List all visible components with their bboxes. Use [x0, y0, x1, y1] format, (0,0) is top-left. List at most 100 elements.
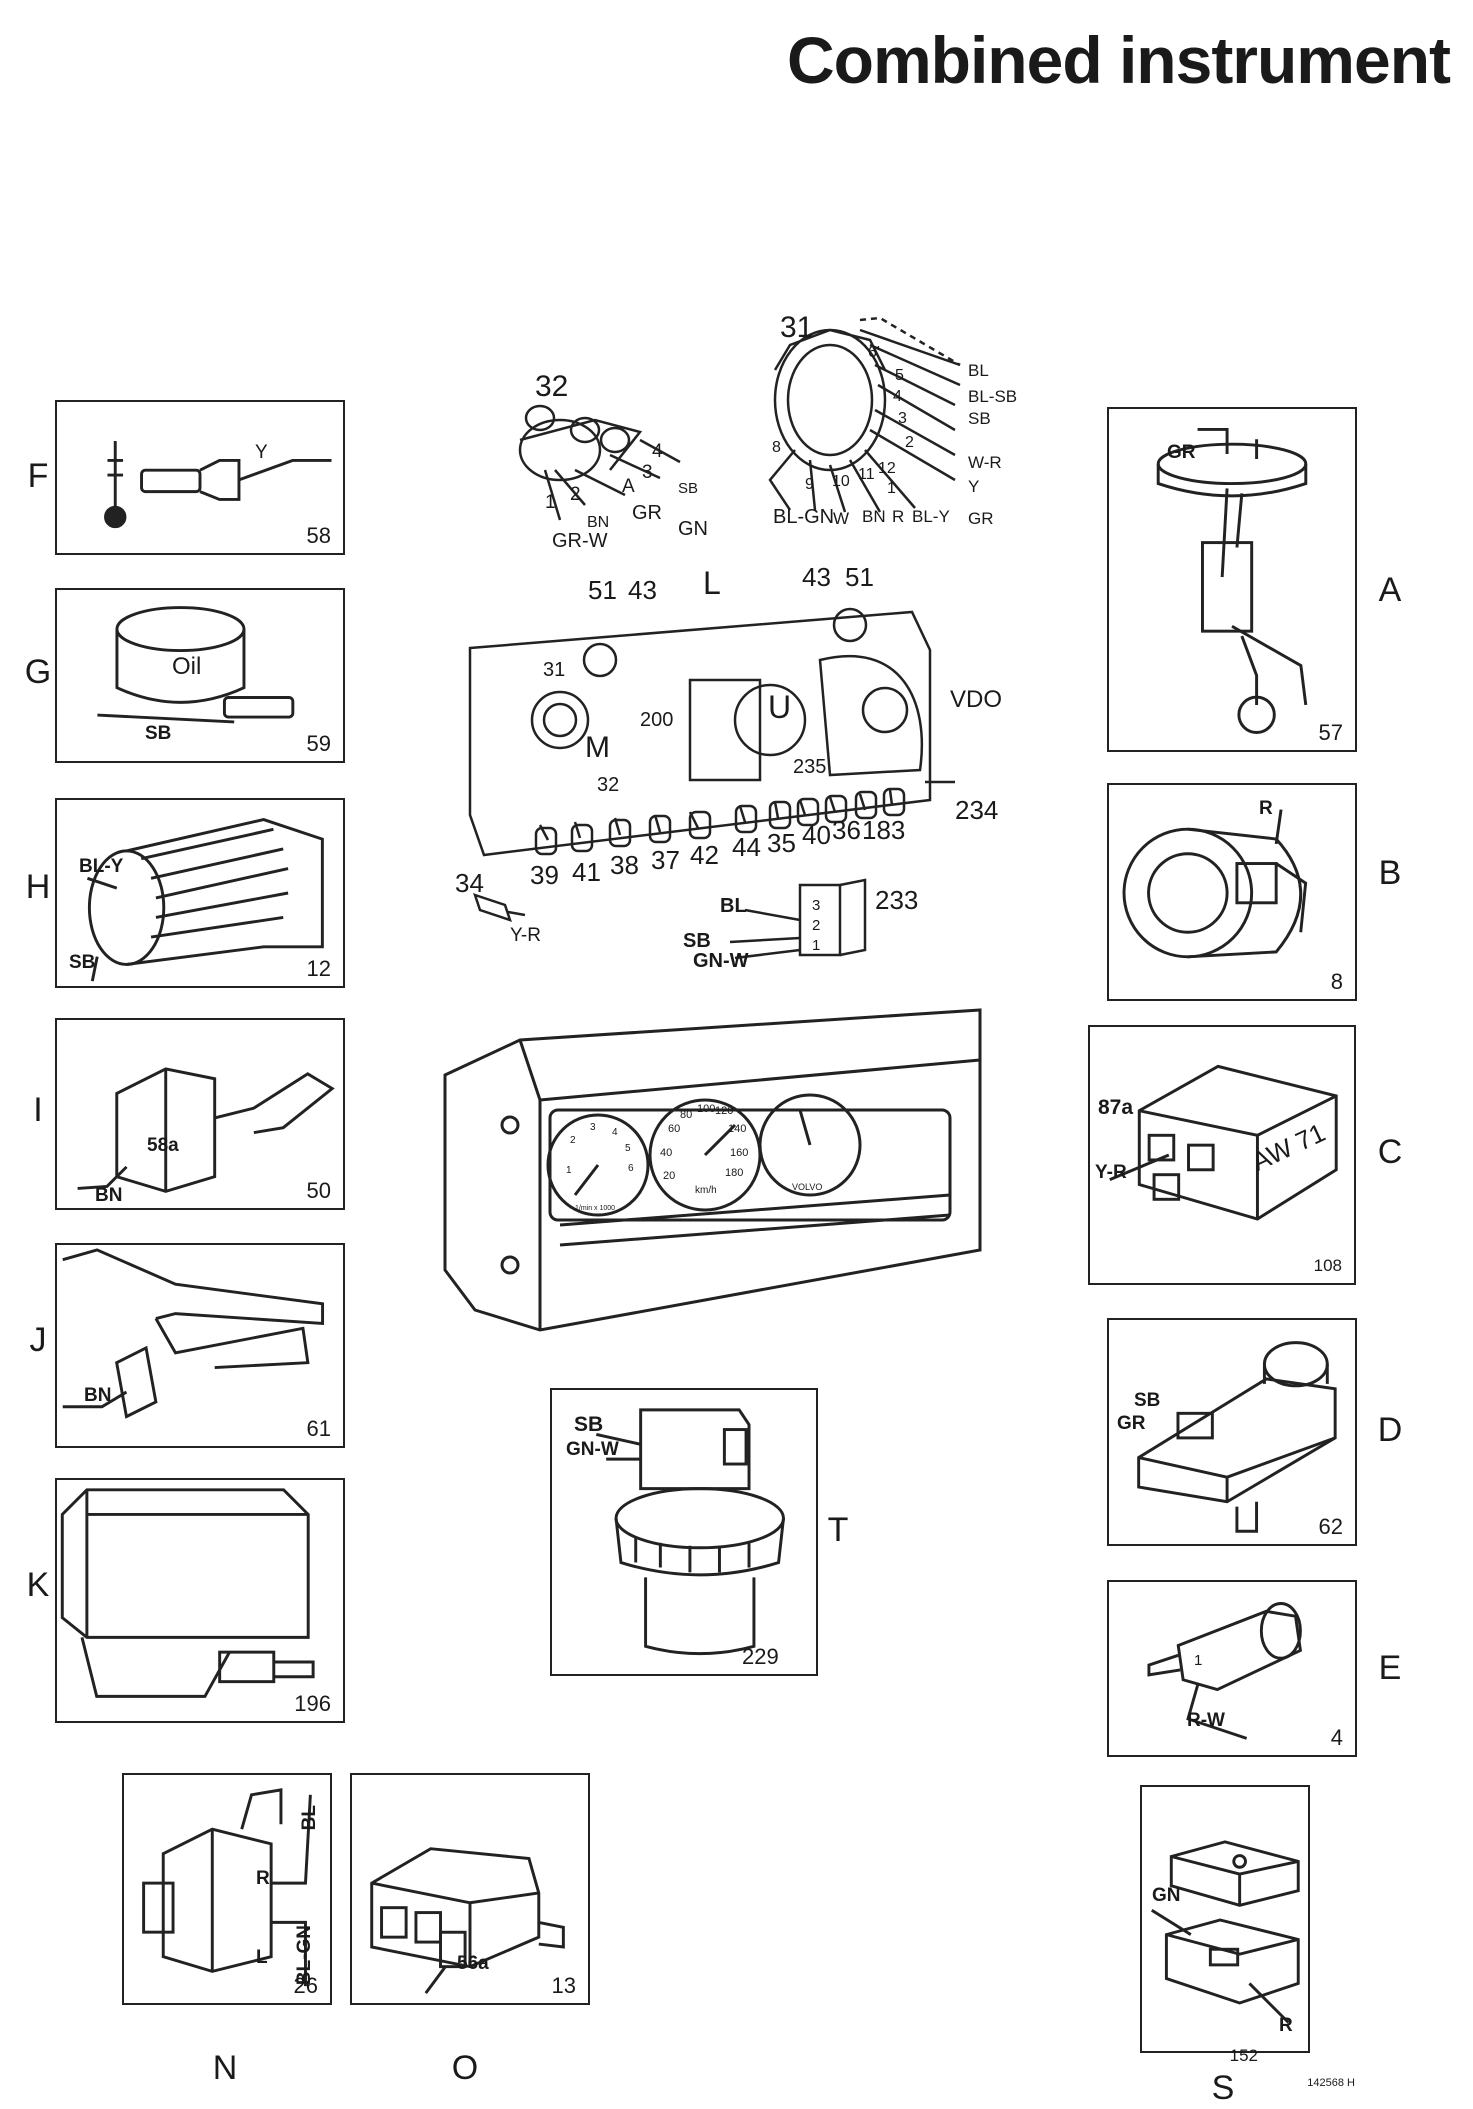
switch-I-drawing	[77, 1067, 335, 1193]
callout-235: 235	[793, 756, 827, 778]
panel-letter-D: D	[1377, 1411, 1403, 1449]
wire-label-S-r: R	[1279, 2015, 1293, 2036]
callout-183: 183	[862, 815, 906, 845]
panel-number-N: 26	[293, 1973, 318, 1998]
relay-C-drawing	[1109, 1064, 1338, 1221]
callout-51-left: 51	[588, 575, 617, 605]
component-panel-C-relay-aw71: 87a Y-R AW 71 108	[1088, 1025, 1356, 1285]
component-panel-D-brake-fluid-reservoir: SB GR 62	[1107, 1318, 1357, 1546]
callout-36: 36	[832, 815, 861, 845]
callout-38: 38	[610, 850, 639, 880]
wire-label-C: Y-R	[1095, 1162, 1127, 1183]
handbrake-switch-drawing	[62, 1248, 325, 1419]
connector-31-pin-8: 8	[772, 439, 781, 456]
connector-31-pin-12: 12	[878, 460, 896, 477]
panel-number-K: 196	[294, 1691, 331, 1716]
panel-letter-T: T	[827, 1511, 849, 1549]
component-panel-O-relay: 56a 13	[350, 1773, 590, 2005]
component-panel-S-fuse-box: GN R 152	[1140, 1785, 1310, 2065]
panel-number-H: 12	[306, 956, 331, 981]
panel-letter-G: G	[24, 653, 52, 691]
callout-40: 40	[802, 820, 831, 850]
wire-label-H-sb: SB	[69, 952, 96, 973]
wire-label-E: R-W	[1187, 1710, 1225, 1731]
terminal-label-B-r: R	[1259, 798, 1273, 819]
connector-31-wire-bl: BL	[968, 361, 989, 380]
panel-number-I: 50	[306, 1178, 331, 1203]
wire-label-I: BN	[95, 1185, 123, 1206]
rpm-mark-5: 5	[625, 1143, 631, 1154]
connector-31-wire-sb: SB	[968, 409, 991, 428]
speed-mark-160: 160	[730, 1147, 749, 1159]
connector-233-wire-sb: SB	[683, 930, 711, 952]
callout-vdo: VDO	[950, 686, 1003, 713]
component-panel-E-sensor: 1 R-W 4	[1107, 1580, 1357, 1757]
connector-31-wire-w: W	[833, 509, 850, 528]
component-panel-B-alternator: R 8	[1107, 783, 1357, 1001]
connector-31-pin-9: 9	[805, 476, 814, 493]
wire-label-T-gn-w: GN-W	[566, 1439, 619, 1460]
callout-44: 44	[732, 832, 761, 862]
connector-31-wire-gr: GR	[968, 509, 994, 528]
callout-31: 31	[543, 659, 566, 681]
figure-reference-number: 142568 H	[1307, 2077, 1355, 2089]
callout-51-right: 51	[845, 562, 874, 592]
rpm-unit: 1/min x 1000	[575, 1205, 616, 1212]
connector-233-label: 233	[875, 885, 919, 915]
connector-32-wire-sb: SB	[678, 480, 699, 497]
callout-37: 37	[651, 845, 680, 875]
component-panel-G-oil-pressure-sender: Oil SB 59	[55, 588, 345, 763]
panel-letter-J: J	[29, 1321, 47, 1359]
callout-42: 42	[690, 840, 719, 870]
connector-233-pin-1: 1	[812, 937, 821, 954]
terminal-label-I-58a: 58a	[147, 1135, 179, 1156]
wire-label-J: BN	[84, 1385, 112, 1406]
small-connector-wire-y-r: Y-R	[510, 925, 541, 946]
connector-31-pin-2: 2	[905, 434, 914, 451]
rpm-mark-3: 3	[590, 1122, 596, 1133]
relay-N-drawing	[142, 1788, 312, 1987]
callout-43-left: 43	[628, 575, 657, 605]
panel-number-B: 8	[1330, 969, 1343, 994]
circuit-board-label: L	[703, 565, 721, 601]
connector-32-pin-a: A	[622, 476, 635, 497]
component-panel-A-fuel-sender: GR 57	[1107, 407, 1357, 752]
component-panel-H-connector: BL-Y SB 12	[55, 798, 345, 988]
connector-233-wire-bl: BL	[720, 895, 747, 917]
wire-label-N-bl: BL	[299, 1805, 320, 1831]
component-panel-K-control-unit: 196	[55, 1478, 345, 1723]
wire-label-A: GR	[1167, 442, 1196, 463]
speed-mark-100: 100	[697, 1103, 716, 1115]
callout-39: 39	[530, 860, 559, 890]
callout-32: 32	[597, 774, 620, 796]
rpm-mark-1: 1	[566, 1165, 572, 1176]
connector-32-pin-4: 4	[652, 441, 663, 462]
panel-letter-N: N	[212, 2049, 238, 2087]
rpm-mark-6: 6	[628, 1163, 634, 1174]
terminal-label-C-87a: 87a	[1098, 1096, 1134, 1119]
connector-233-pin-2: 2	[812, 917, 821, 934]
connector-32-pin-2: 2	[570, 484, 581, 505]
connector-H-drawing	[86, 818, 324, 982]
connector-31-wire-w-r: W-R	[968, 453, 1002, 472]
component-panel-I-switch: 58a BN 50	[55, 1018, 345, 1210]
panel-letter-B: B	[1378, 854, 1402, 892]
wire-label-S-gn: GN	[1152, 1885, 1181, 1906]
panel-number-T: 229	[742, 1644, 779, 1669]
callout-41: 41	[572, 857, 601, 887]
connector-31-pin-4: 4	[893, 388, 902, 405]
panel-letter-A: A	[1378, 571, 1402, 609]
fuel-sender-drawing	[1156, 427, 1308, 734]
oil-label: Oil	[172, 653, 202, 680]
connector-31-wire-bn: BN	[862, 507, 886, 526]
connector-32-wire-gn: GN	[678, 518, 708, 540]
rpm-mark-4: 4	[612, 1127, 618, 1138]
connector-31-label: 31	[780, 311, 814, 344]
connector-32-label: 32	[535, 370, 569, 403]
terminal-label-N-l: L	[256, 1947, 268, 1968]
callout-34: 34	[455, 868, 484, 898]
panel-number-C: 108	[1313, 1256, 1342, 1275]
wire-label-T-sb: SB	[574, 1413, 604, 1436]
connector-233-drawing	[729, 878, 867, 960]
panel-letter-K: K	[26, 1566, 50, 1604]
